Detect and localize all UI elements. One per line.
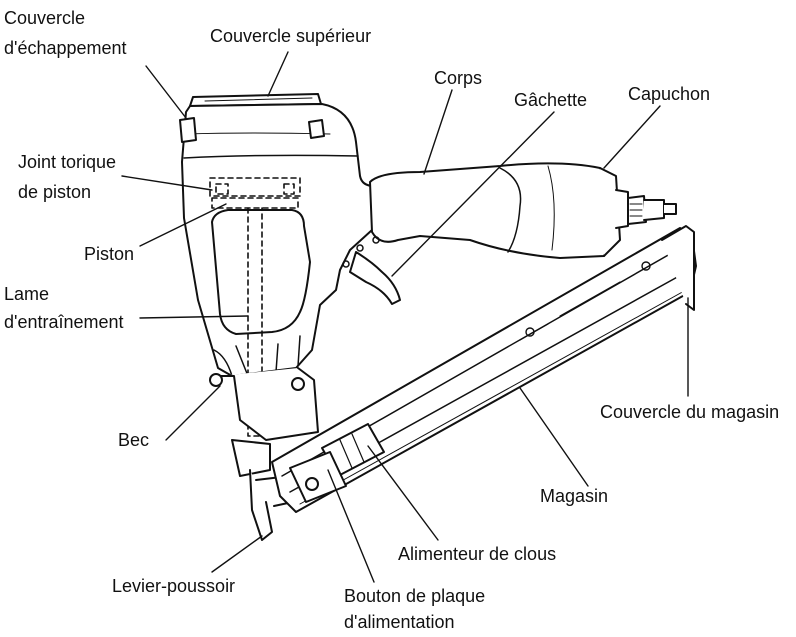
magazine-shape [271,225,697,513]
leader-magazine [519,387,589,487]
leader-top-cover [267,51,289,97]
leader-driver-blade [139,315,249,319]
label-magazine: Magasin [540,486,609,506]
label-nose: Bec [118,430,150,450]
trigger-shape [342,236,401,305]
leader-lines [121,51,689,583]
label-exhaust-cover-2: d'échappement [4,38,127,58]
leader-piston-oring [121,175,213,191]
leader-nail-feeder [367,445,439,541]
label-body: Corps [434,68,483,88]
label-cap: Capuchon [628,84,711,104]
label-trigger: Gâchette [514,90,588,110]
label-nail-feeder: Alimenteur de clous [398,544,557,564]
leader-body [423,89,453,175]
leader-piston [139,203,227,247]
handle-body [369,162,677,259]
leader-trigger [391,111,555,277]
leader-exhaust-cover [145,65,187,119]
label-driver-blade-1: Lame [4,284,50,304]
label-piston-oring-2: de piston [18,182,92,202]
label-driver-blade-2: d'entraînement [4,312,124,332]
label-feed-plate-button-1: Bouton de plaque [344,586,486,606]
label-push-lever: Levier-poussoir [112,576,236,596]
leader-cap [603,105,661,169]
hidden-piston [209,177,301,437]
label-magazine-cover: Couvercle du magasin [600,402,780,422]
label-piston-oring-1: Joint torique [18,152,117,172]
leader-nose [165,385,221,441]
label-exhaust-cover-1: Couvercle [4,8,86,28]
leader-push-lever [211,535,263,573]
leader-feed-plate-button [327,469,375,583]
label-piston: Piston [84,244,135,264]
label-feed-plate-button-2: d'alimentation [344,612,455,632]
head-housing [179,103,377,377]
label-top-cover: Couvercle supérieur [210,26,372,46]
